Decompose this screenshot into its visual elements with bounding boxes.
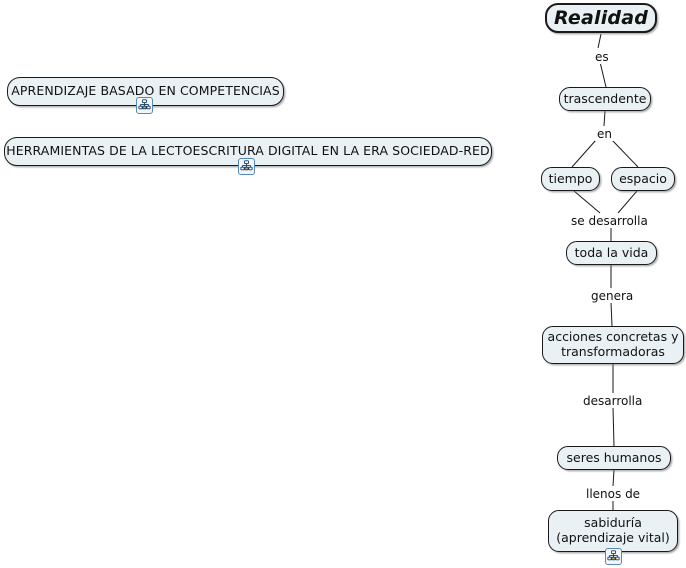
submap-icon[interactable] (238, 158, 255, 175)
concept-node[interactable]: seres humanos (557, 446, 671, 470)
connector-line (610, 301, 613, 327)
linking-phrase[interactable]: es (593, 50, 611, 64)
submap-icon[interactable] (605, 548, 622, 565)
linking-phrase[interactable]: genera (589, 289, 636, 303)
concept-node[interactable]: trascendente (559, 87, 651, 111)
concept-node[interactable]: espacio (611, 167, 675, 191)
connector-line (573, 190, 601, 214)
concept-node[interactable]: tiempo (541, 167, 600, 191)
linking-phrase[interactable]: llenos de (584, 487, 643, 501)
linking-phrase[interactable]: desarrolla (581, 394, 645, 408)
concept-node[interactable]: Realidad (545, 3, 657, 33)
concept-node-label: Realidad (553, 6, 649, 29)
concept-node-label: trascendente (563, 90, 647, 106)
resource-node-label: HERRAMIENTAS DE LA LECTOESCRITURA DIGITA… (6, 143, 490, 159)
connector-line (597, 33, 602, 49)
concept-node[interactable]: acciones concretas y transformadoras (542, 326, 684, 364)
connector-line (612, 469, 615, 487)
concept-node-label: tiempo (548, 170, 593, 186)
linking-phrase[interactable]: se desarrolla (569, 214, 650, 228)
connector-line (617, 190, 638, 214)
concept-node-label: espacio (619, 170, 667, 186)
connector-line (611, 139, 639, 168)
connector-line (603, 110, 606, 127)
linking-phrase[interactable]: en (595, 127, 614, 141)
concept-node[interactable]: sabiduría (aprendizaje vital) (548, 510, 678, 552)
concept-node-label: toda la vida (574, 244, 649, 260)
resource-node-label: APRENDIZAJE BASADO EN COMPETENCIAS (11, 83, 280, 99)
concept-node-label: acciones concretas y transformadoras (547, 329, 679, 359)
concept-node-label: seres humanos (566, 449, 662, 465)
submap-icon[interactable] (136, 97, 153, 114)
concept-node-label: sabiduría (aprendizaje vital) (556, 515, 670, 545)
connector-line (599, 61, 607, 88)
concept-node[interactable]: toda la vida (566, 241, 657, 265)
connector-line (612, 406, 615, 447)
connector-line (571, 139, 597, 168)
resource-node[interactable]: APRENDIZAJE BASADO EN COMPETENCIAS (7, 77, 284, 106)
